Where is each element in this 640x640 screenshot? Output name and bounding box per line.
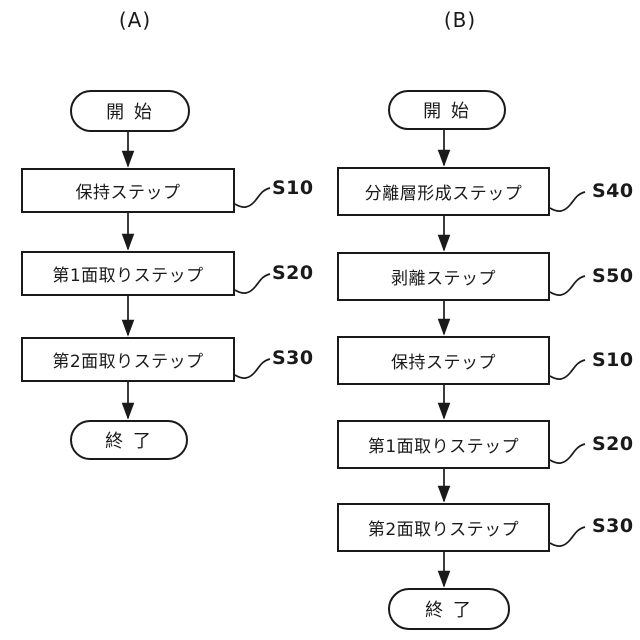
step-code-s20: S20 (272, 262, 314, 284)
flowchart-b-end-terminal: 終 了 (388, 588, 510, 630)
flowchart-a-step-second-chamfer: 第2面取りステップ (21, 337, 235, 382)
step-code-s20-b: S20 (592, 433, 634, 455)
flowchart-a-title: (A) (118, 8, 152, 32)
step-code-s40: S40 (592, 180, 634, 202)
flowchart-b-step-first-chamfer: 第1面取りステップ (337, 420, 550, 469)
flowchart-a-step-hold: 保持ステップ (21, 168, 235, 213)
flowchart-b-step-separation-layer: 分離層形成ステップ (337, 167, 550, 216)
flowchart-b-title: (B) (443, 8, 477, 32)
flowchart-b-step-peel: 剥離ステップ (337, 252, 550, 301)
step-code-s10-b: S10 (592, 349, 634, 371)
flowchart-a-end-terminal: 終 了 (70, 420, 188, 460)
flowchart-a-start-terminal: 開 始 (70, 90, 190, 132)
step-code-s30: S30 (272, 347, 314, 369)
flowchart-b-start-terminal: 開 始 (388, 90, 506, 130)
flowchart-b-step-second-chamfer: 第2面取りステップ (337, 503, 550, 552)
step-code-s30-b: S30 (592, 515, 634, 537)
flowchart-a-step-first-chamfer: 第1面取りステップ (21, 251, 235, 296)
step-code-s50: S50 (592, 265, 634, 287)
step-code-s10: S10 (272, 177, 314, 199)
flowchart-b-step-hold: 保持ステップ (337, 336, 550, 385)
